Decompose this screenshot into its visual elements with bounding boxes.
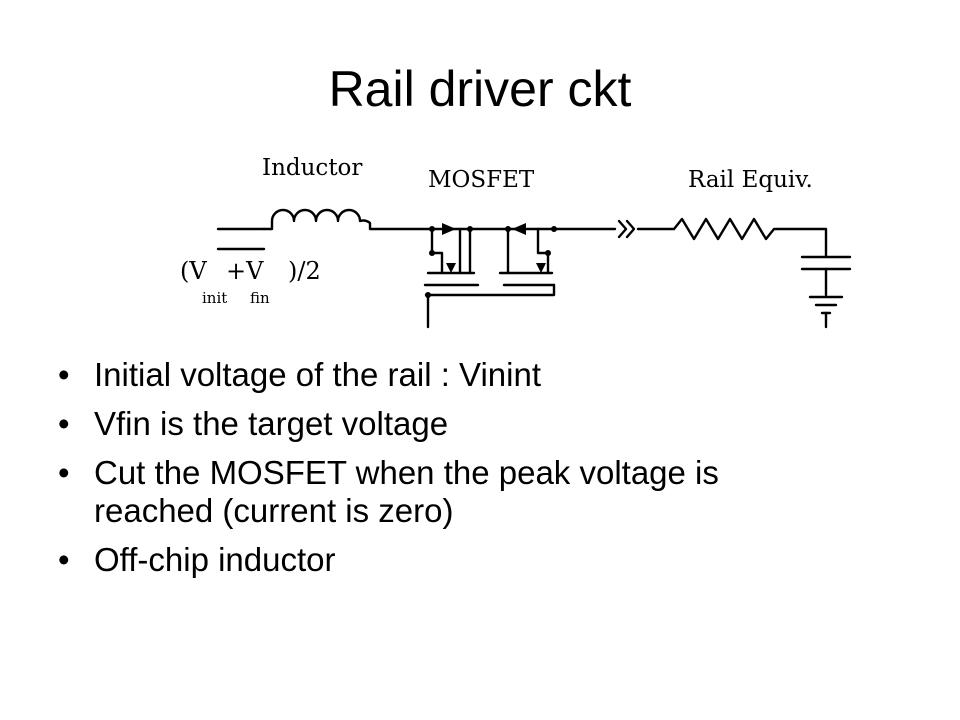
mosfet-right-diode-arrow: [512, 223, 526, 235]
junction-dot: [429, 250, 435, 256]
source-subscript-fin: fin: [250, 289, 270, 307]
bullet-text: Initial voltage of the rail : Vinint: [94, 356, 541, 393]
bullet-item: • Off-chip inductor: [58, 541, 938, 579]
rail-equiv-label: Rail Equiv.: [688, 167, 813, 193]
mosfet-right-source: [536, 227, 550, 275]
bullet-dot: •: [58, 356, 70, 393]
bullet-text: Cut the MOSFET when the peak voltage is: [94, 454, 719, 491]
rail-driver-circuit-diagram: Inductor MOSFET Rail Equiv. (V +V )/2 in…: [180, 155, 852, 329]
mosfet-right-channel-arrow: [536, 263, 546, 273]
bullet-text-continuation: reached (current is zero): [94, 492, 454, 529]
junction-dot: [467, 226, 473, 232]
bullet-dot: •: [58, 454, 70, 491]
break-mark-right: [625, 219, 636, 239]
bullet-item: • Cut the MOSFET when the peak voltage i…: [58, 454, 938, 530]
source-label-plus: +V: [226, 257, 264, 285]
bullet-text: Vfin is the target voltage: [94, 405, 449, 442]
slide-title: Rail driver ckt: [328, 61, 632, 117]
junction-dot: [429, 226, 435, 232]
inductor-label: Inductor: [262, 155, 362, 181]
source-label-close: )/2: [288, 257, 321, 285]
gate-control-bus: [424, 283, 556, 297]
junction-dot: [425, 292, 431, 298]
mosfet-left-channel-arrow: [446, 263, 456, 273]
source-subscript-init: init: [202, 289, 227, 307]
bullet-item: • Initial voltage of the rail : Vinint: [58, 356, 938, 394]
inductor-coil: [262, 208, 434, 231]
junction-dot: [551, 226, 557, 232]
bullet-text: Off-chip inductor: [94, 541, 336, 578]
mosfet-left-drain: [430, 227, 444, 275]
mosfet-left-diode-arrow: [442, 223, 456, 235]
junction-dot: [505, 226, 511, 232]
mosfet-label: MOSFET: [428, 167, 535, 193]
bullet-item: • Vfin is the target voltage: [58, 405, 938, 443]
rail-resistor: [672, 217, 828, 259]
bullet-dot: •: [58, 405, 70, 442]
bullet-list: • Initial voltage of the rail : Vinint •…: [58, 356, 938, 590]
source-label-open: (V: [180, 257, 207, 285]
bullet-dot: •: [58, 541, 70, 578]
junction-dot: [545, 250, 551, 256]
break-mark-left: [617, 219, 628, 239]
